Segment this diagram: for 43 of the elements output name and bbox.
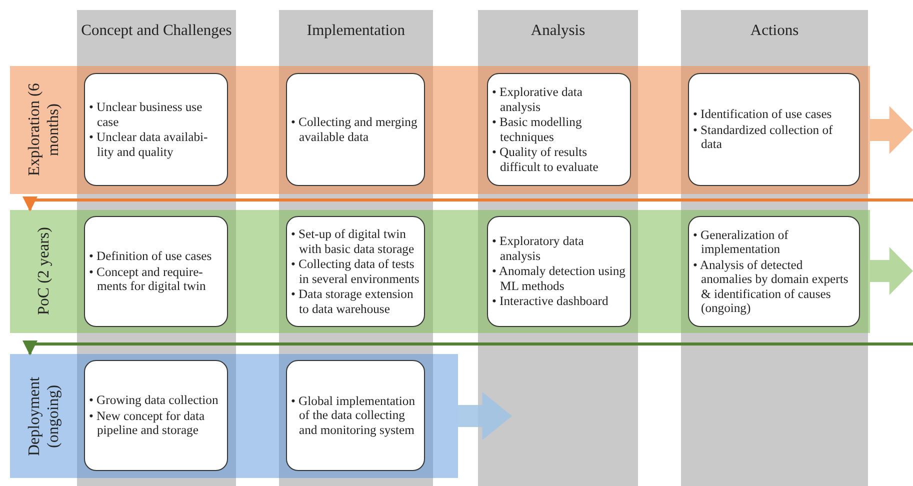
row-label: Exploration (6 months) [25,82,63,178]
block-arrow [458,392,512,440]
bullet-item: • Unclear data availabi-lity and quality [89,130,209,159]
bullet-item: • Analysis of detected anomalies by domain experts & identification of causes (ongoing) [693,258,850,316]
cell-card [286,216,425,327]
cell-card [487,73,631,186]
bullet-item: • Collecting and merging available data [291,115,418,144]
bullet-item: • Quality of results difficult to evaluate [492,145,600,174]
bullet-item: • Standardized collection of data [693,122,834,152]
bullet-item: • Definition of use cases [89,249,213,264]
bullet-item: • Basic modelling techniques [492,115,583,144]
cell-card [688,216,860,327]
bullet-item: • New concept for data pipeline and storage [89,408,206,438]
column-header: Analysis [530,22,586,40]
cell-card [286,360,425,471]
cell-card [84,73,228,186]
arrow [22,340,913,356]
row-label: PoC (2 years) [34,226,54,318]
bullet-item: • Set-up of digital twin with basic data storage [291,227,416,256]
bullet-item: • Unclear business use case [89,100,204,129]
block-arrow [870,106,913,154]
bullet-item: • Collecting data of tests in several environments [291,257,420,286]
block-arrow [870,247,913,295]
bullet-item: • Identification of use cases [693,107,833,122]
bullet-item: • Data storage extension to data warehouse [291,287,414,316]
cell-card [286,73,425,186]
column-header: Implementation [306,22,406,40]
cell-card [84,216,228,327]
cell-card [84,360,228,471]
bullet-item: • Interactive dashboard [492,294,610,309]
bullet-item: • Explorative data analysis [492,85,584,114]
column-header: Actions [749,22,800,40]
column-header: Concept and Challenges [80,22,233,40]
bullet-item: • Generalization of implementation [693,228,790,256]
arrow [22,196,913,212]
cell-card [688,73,860,186]
bullet-item: • Global implementation of the data collecting and monitoring system [291,394,416,438]
bullet-item: • Growing data collection [89,393,220,408]
bullet-item: • Concept and require-ments for digital twin [89,264,207,294]
cell-card [487,216,631,327]
row-label: Deployment (ongoing) [25,375,63,458]
bullet-item: • Exploratory data analysis [492,234,585,264]
bullet-item: • Anomaly detection using ML methods [492,264,626,294]
